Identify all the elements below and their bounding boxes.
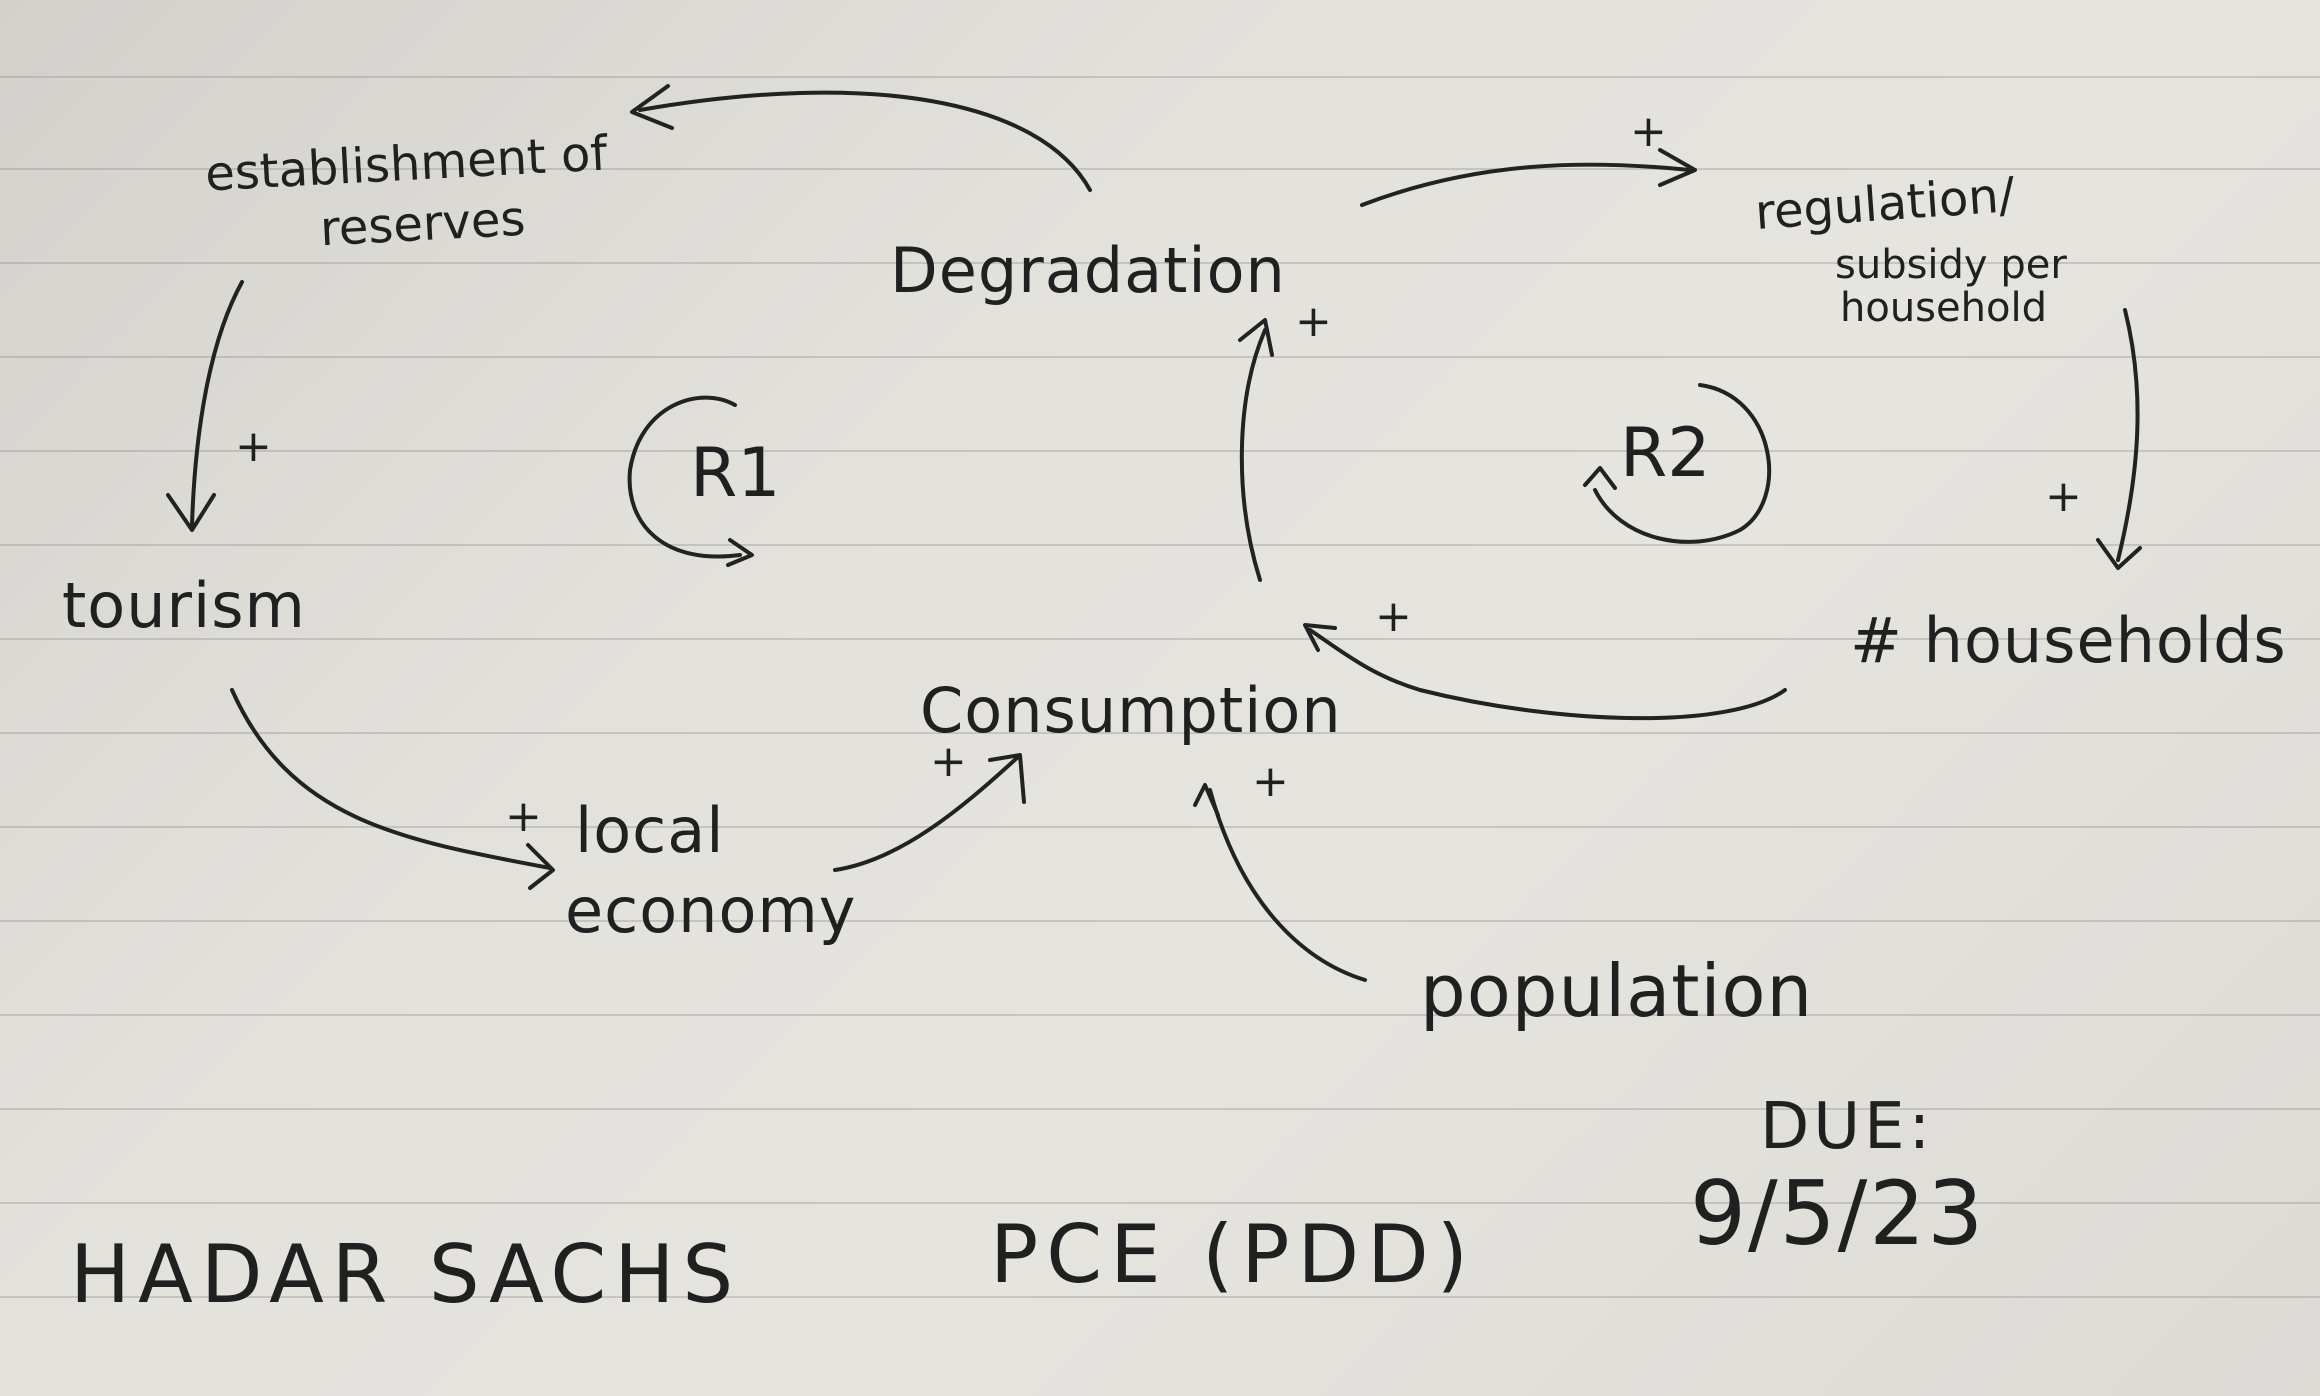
edge-degradation-to-reserves: [638, 90, 1092, 192]
ruled-line: [0, 544, 2320, 546]
author-name: HADAR SACHS: [70, 1228, 742, 1321]
polarity-tourism-economy: +: [505, 791, 542, 842]
polarity-population-consumption: +: [1252, 756, 1289, 807]
ruled-line: [0, 638, 2320, 640]
node-degradation: Degradation: [890, 234, 1286, 307]
ruled-line: [0, 262, 2320, 264]
arrowhead-consumption-left: [988, 753, 1026, 804]
ruled-line: [0, 1202, 2320, 1204]
edge-tourism-to-economy: [230, 688, 552, 870]
polarity-regulation-households: +: [2045, 471, 2082, 522]
course-code: PCE (PDD): [990, 1208, 1476, 1301]
arrowhead-tourism: [166, 493, 216, 532]
node-tourism: tourism: [62, 569, 306, 642]
arrowhead-regulation: [1658, 148, 1697, 187]
edge-households-to-consumption: [1308, 628, 1787, 721]
loop-r1-circle: [627, 395, 742, 559]
node-local-economy-line1: local: [575, 794, 725, 867]
ruled-line: [0, 1108, 2320, 1110]
arrowhead-consumption-bottom: [1193, 783, 1220, 817]
loop-r1-arrowhead: [726, 538, 754, 567]
edge-regulation-to-households: [2116, 308, 2140, 562]
due-date: 9/5/23: [1690, 1162, 1986, 1265]
node-consumption: Consumption: [920, 674, 1342, 747]
ruled-line: [0, 76, 2320, 78]
node-regulation-line2: subsidy per: [1835, 242, 2067, 288]
ruled-line: [0, 920, 2320, 922]
ruled-line: [0, 1296, 2320, 1298]
ruled-line: [0, 1014, 2320, 1016]
edge-degradation-to-regulation: [1360, 162, 1692, 207]
due-label: DUE:: [1760, 1090, 1935, 1164]
node-local-economy-line2: economy: [565, 874, 857, 947]
edge-reserves-to-tourism: [190, 280, 244, 527]
ruled-line: [0, 450, 2320, 452]
edge-economy-to-consumption: [833, 755, 1020, 872]
node-population: population: [1420, 949, 1814, 1033]
arrowhead-households: [2096, 538, 2142, 570]
arrowhead-degradation: [1238, 318, 1274, 357]
node-establishment-line2: reserves: [318, 190, 527, 258]
polarity-reserves-tourism: +: [235, 421, 272, 472]
polarity-economy-consumption: +: [930, 736, 967, 787]
ruled-line: [0, 168, 2320, 170]
loop-r2-circle: [1593, 383, 1772, 544]
polarity-consumption-degradation: +: [1295, 296, 1332, 347]
arrowhead-economy: [526, 843, 555, 890]
arrowhead-consumption-right: [1303, 623, 1337, 652]
edge-population-to-consumption: [1208, 788, 1367, 982]
node-households: # households: [1850, 604, 2287, 677]
polarity-degradation-regulation: +: [1630, 106, 1667, 157]
loop-label-r2: R2: [1620, 414, 1711, 493]
loop-label-r1: R1: [690, 434, 781, 513]
loop-r2-arrowhead: [1583, 466, 1617, 490]
ruled-line: [0, 732, 2320, 734]
edge-consumption-to-degradation: [1239, 328, 1267, 582]
arrowhead-reserves: [630, 84, 674, 130]
ruled-line: [0, 356, 2320, 358]
polarity-households-consumption: +: [1375, 591, 1412, 642]
node-regulation-line3: household: [1840, 285, 2047, 331]
ruled-line: [0, 826, 2320, 828]
